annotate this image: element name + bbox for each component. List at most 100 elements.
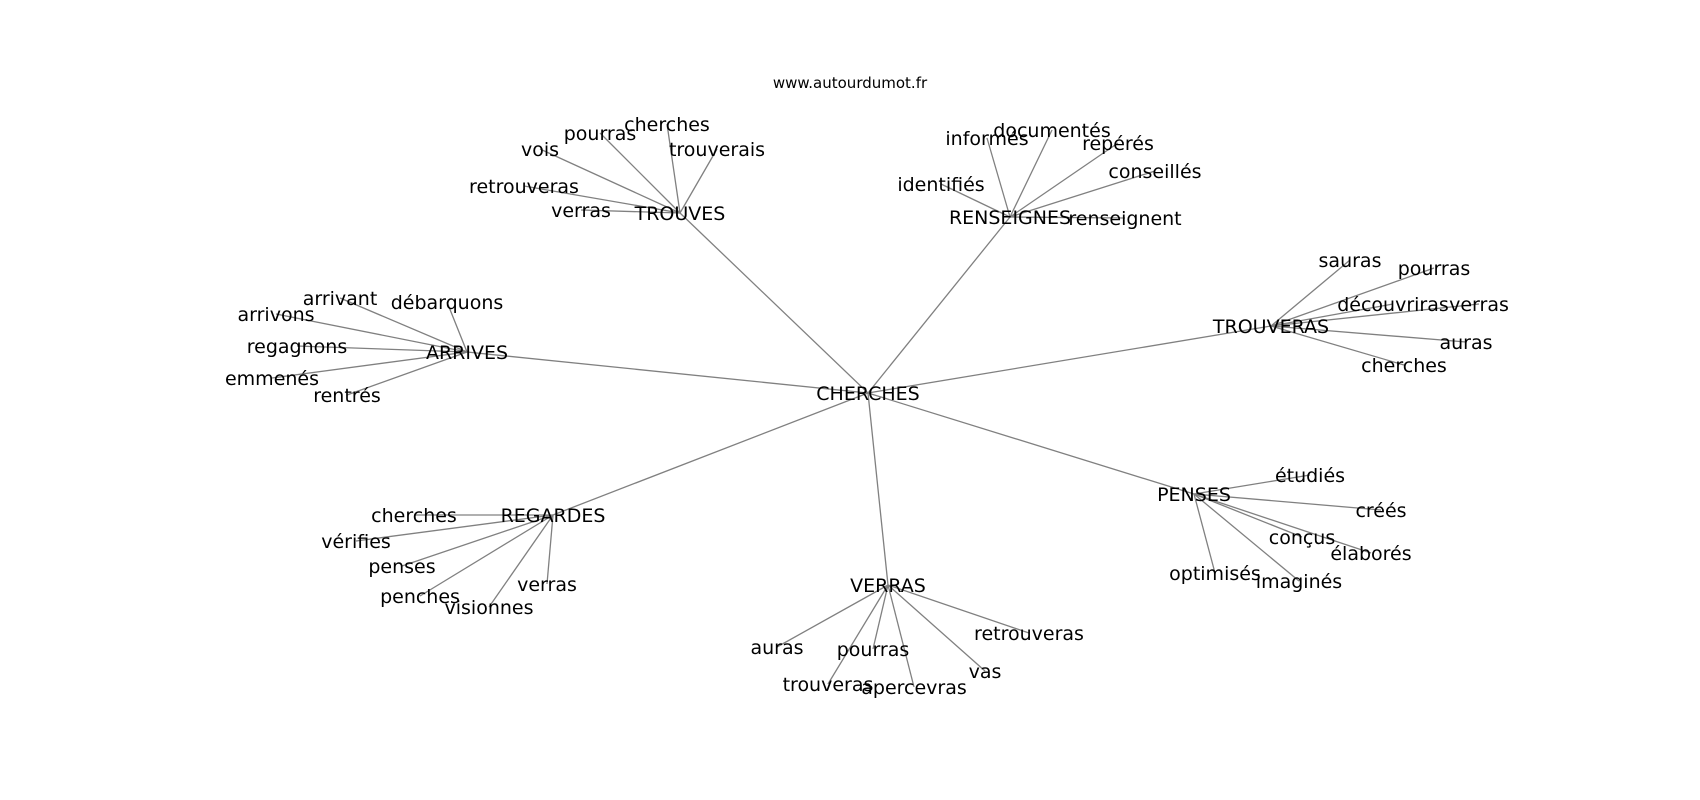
edge-leaf-6-0 <box>887 584 1030 634</box>
edge-leaf-5-1 <box>355 514 554 542</box>
edge-leaf-0-0 <box>666 123 681 214</box>
edge-leaf-6-5 <box>887 584 915 688</box>
leaf-node: créés <box>1355 500 1406 522</box>
edge-leaf-3-3 <box>296 345 468 353</box>
leaf-node: auras <box>1439 332 1492 354</box>
leaf-node: verras <box>1449 294 1509 316</box>
leaf-node: vas <box>969 661 1002 683</box>
leaf-node: rentrés <box>313 385 381 407</box>
edge-leaf-3-4 <box>271 351 468 379</box>
leaf-node: trouverais <box>669 139 765 161</box>
leaf-node: penses <box>368 556 435 578</box>
edge-leaf-3-1 <box>446 301 468 353</box>
leaf-node: vois <box>521 139 559 161</box>
edge-leaf-1-5 <box>1009 216 1126 219</box>
leaf-node: retrouveras <box>469 176 579 198</box>
edge-leaf-0-5 <box>580 209 681 214</box>
edge-leaf-2-4 <box>1270 325 1467 343</box>
source-label: www.autourdumot.fr <box>773 74 928 92</box>
edge-leaf-3-5 <box>346 351 468 396</box>
leaf-node: pourras <box>1398 258 1471 280</box>
leaf-node: trouveras <box>783 674 874 696</box>
group-node: TROUVERAS <box>1212 316 1329 338</box>
edge-leaf-5-4 <box>419 514 554 597</box>
edge-leaf-1-0 <box>1009 129 1053 218</box>
leaf-node: verras <box>517 574 577 596</box>
edge-leaf-2-3 <box>1270 303 1480 327</box>
leaf-node: optimisés <box>1169 563 1261 585</box>
leaf-node: élaborés <box>1330 543 1411 565</box>
leaf-node: cherches <box>371 505 457 527</box>
center-node: CHERCHES <box>816 383 919 405</box>
edge-leaf-4-3 <box>1193 493 1372 554</box>
leaf-node: pourras <box>564 123 637 145</box>
group-node: RENSEIGNES <box>949 207 1071 229</box>
leaf-node: visionnes <box>445 597 534 619</box>
group-node: VERRAS <box>850 575 926 597</box>
edge-leaf-2-0 <box>1270 259 1351 327</box>
leaf-node: retrouveras <box>974 623 1084 645</box>
edge-leaf-1-2 <box>1009 142 1119 218</box>
leaf-node: arrivant <box>303 288 378 310</box>
leaf-node: étudiés <box>1275 465 1345 487</box>
leaf-node: cherches <box>624 114 710 136</box>
edge-leaf-4-0 <box>1193 474 1311 495</box>
leaf-node: pourras <box>837 639 910 661</box>
leaf-node: arrivons <box>237 304 314 326</box>
edge-leaf-3-2 <box>275 313 468 353</box>
edge-leaf-1-4 <box>940 183 1011 218</box>
leaf-node: regagnons <box>247 336 347 358</box>
edge-leaf-1-3 <box>1009 170 1156 218</box>
leaf-node: documentés <box>993 120 1110 142</box>
edge-layer <box>271 123 1480 688</box>
group-node: REGARDES <box>501 505 606 527</box>
leaf-node: vérifies <box>321 531 391 553</box>
edge-center-6 <box>867 392 889 586</box>
edge-center-5 <box>552 392 869 516</box>
leaf-node: emmenés <box>225 368 319 390</box>
edge-center-0 <box>679 212 869 394</box>
leaf-node: identifiés <box>897 174 984 196</box>
group-node: PENSES <box>1157 484 1231 506</box>
edge-leaf-5-2 <box>401 514 554 567</box>
edge-leaf-2-2 <box>1270 303 1394 327</box>
group-node: ARRIVES <box>426 342 508 364</box>
group-node: TROUVES <box>634 203 726 225</box>
leaf-node: conseillés <box>1108 161 1201 183</box>
edge-leaf-4-4 <box>1193 493 1216 574</box>
edge-leaf-6-2 <box>872 584 889 650</box>
edge-leaf-4-5 <box>1193 493 1300 582</box>
edge-leaf-0-1 <box>599 132 681 214</box>
edge-leaf-5-3 <box>546 514 554 585</box>
edge-leaf-1-1 <box>986 137 1011 218</box>
leaf-node: penches <box>380 586 460 608</box>
leaf-node: apercevras <box>861 677 967 699</box>
edge-leaf-3-0 <box>339 297 468 353</box>
leaf-node: conçus <box>1269 527 1336 549</box>
edge-leaf-2-5 <box>1270 325 1405 366</box>
edge-leaf-0-2 <box>539 148 681 214</box>
edge-leaf-2-1 <box>1270 267 1435 327</box>
edge-leaf-4-2 <box>1193 493 1303 538</box>
leaf-node: renseignent <box>1068 208 1181 230</box>
leaf-node: verras <box>551 200 611 222</box>
edge-center-1 <box>867 216 1011 394</box>
edge-leaf-6-1 <box>776 584 889 648</box>
edge-leaf-0-4 <box>523 185 681 214</box>
edge-center-2 <box>867 325 1272 394</box>
leaf-node: imaginés <box>1256 571 1342 593</box>
edge-leaf-6-3 <box>887 584 986 672</box>
leaf-node: informés <box>945 128 1028 150</box>
leaf-node: repérés <box>1082 133 1154 155</box>
leaf-node: sauras <box>1319 250 1382 272</box>
edge-center-3 <box>466 351 869 394</box>
leaf-node: cherches <box>1361 355 1447 377</box>
edge-leaf-4-1 <box>1193 493 1382 511</box>
leaf-node: découvriras <box>1337 294 1449 316</box>
edge-center-4 <box>867 392 1195 495</box>
edge-leaf-0-3 <box>679 148 718 214</box>
edge-leaf-5-5 <box>488 514 554 608</box>
leaf-node: auras <box>750 637 803 659</box>
